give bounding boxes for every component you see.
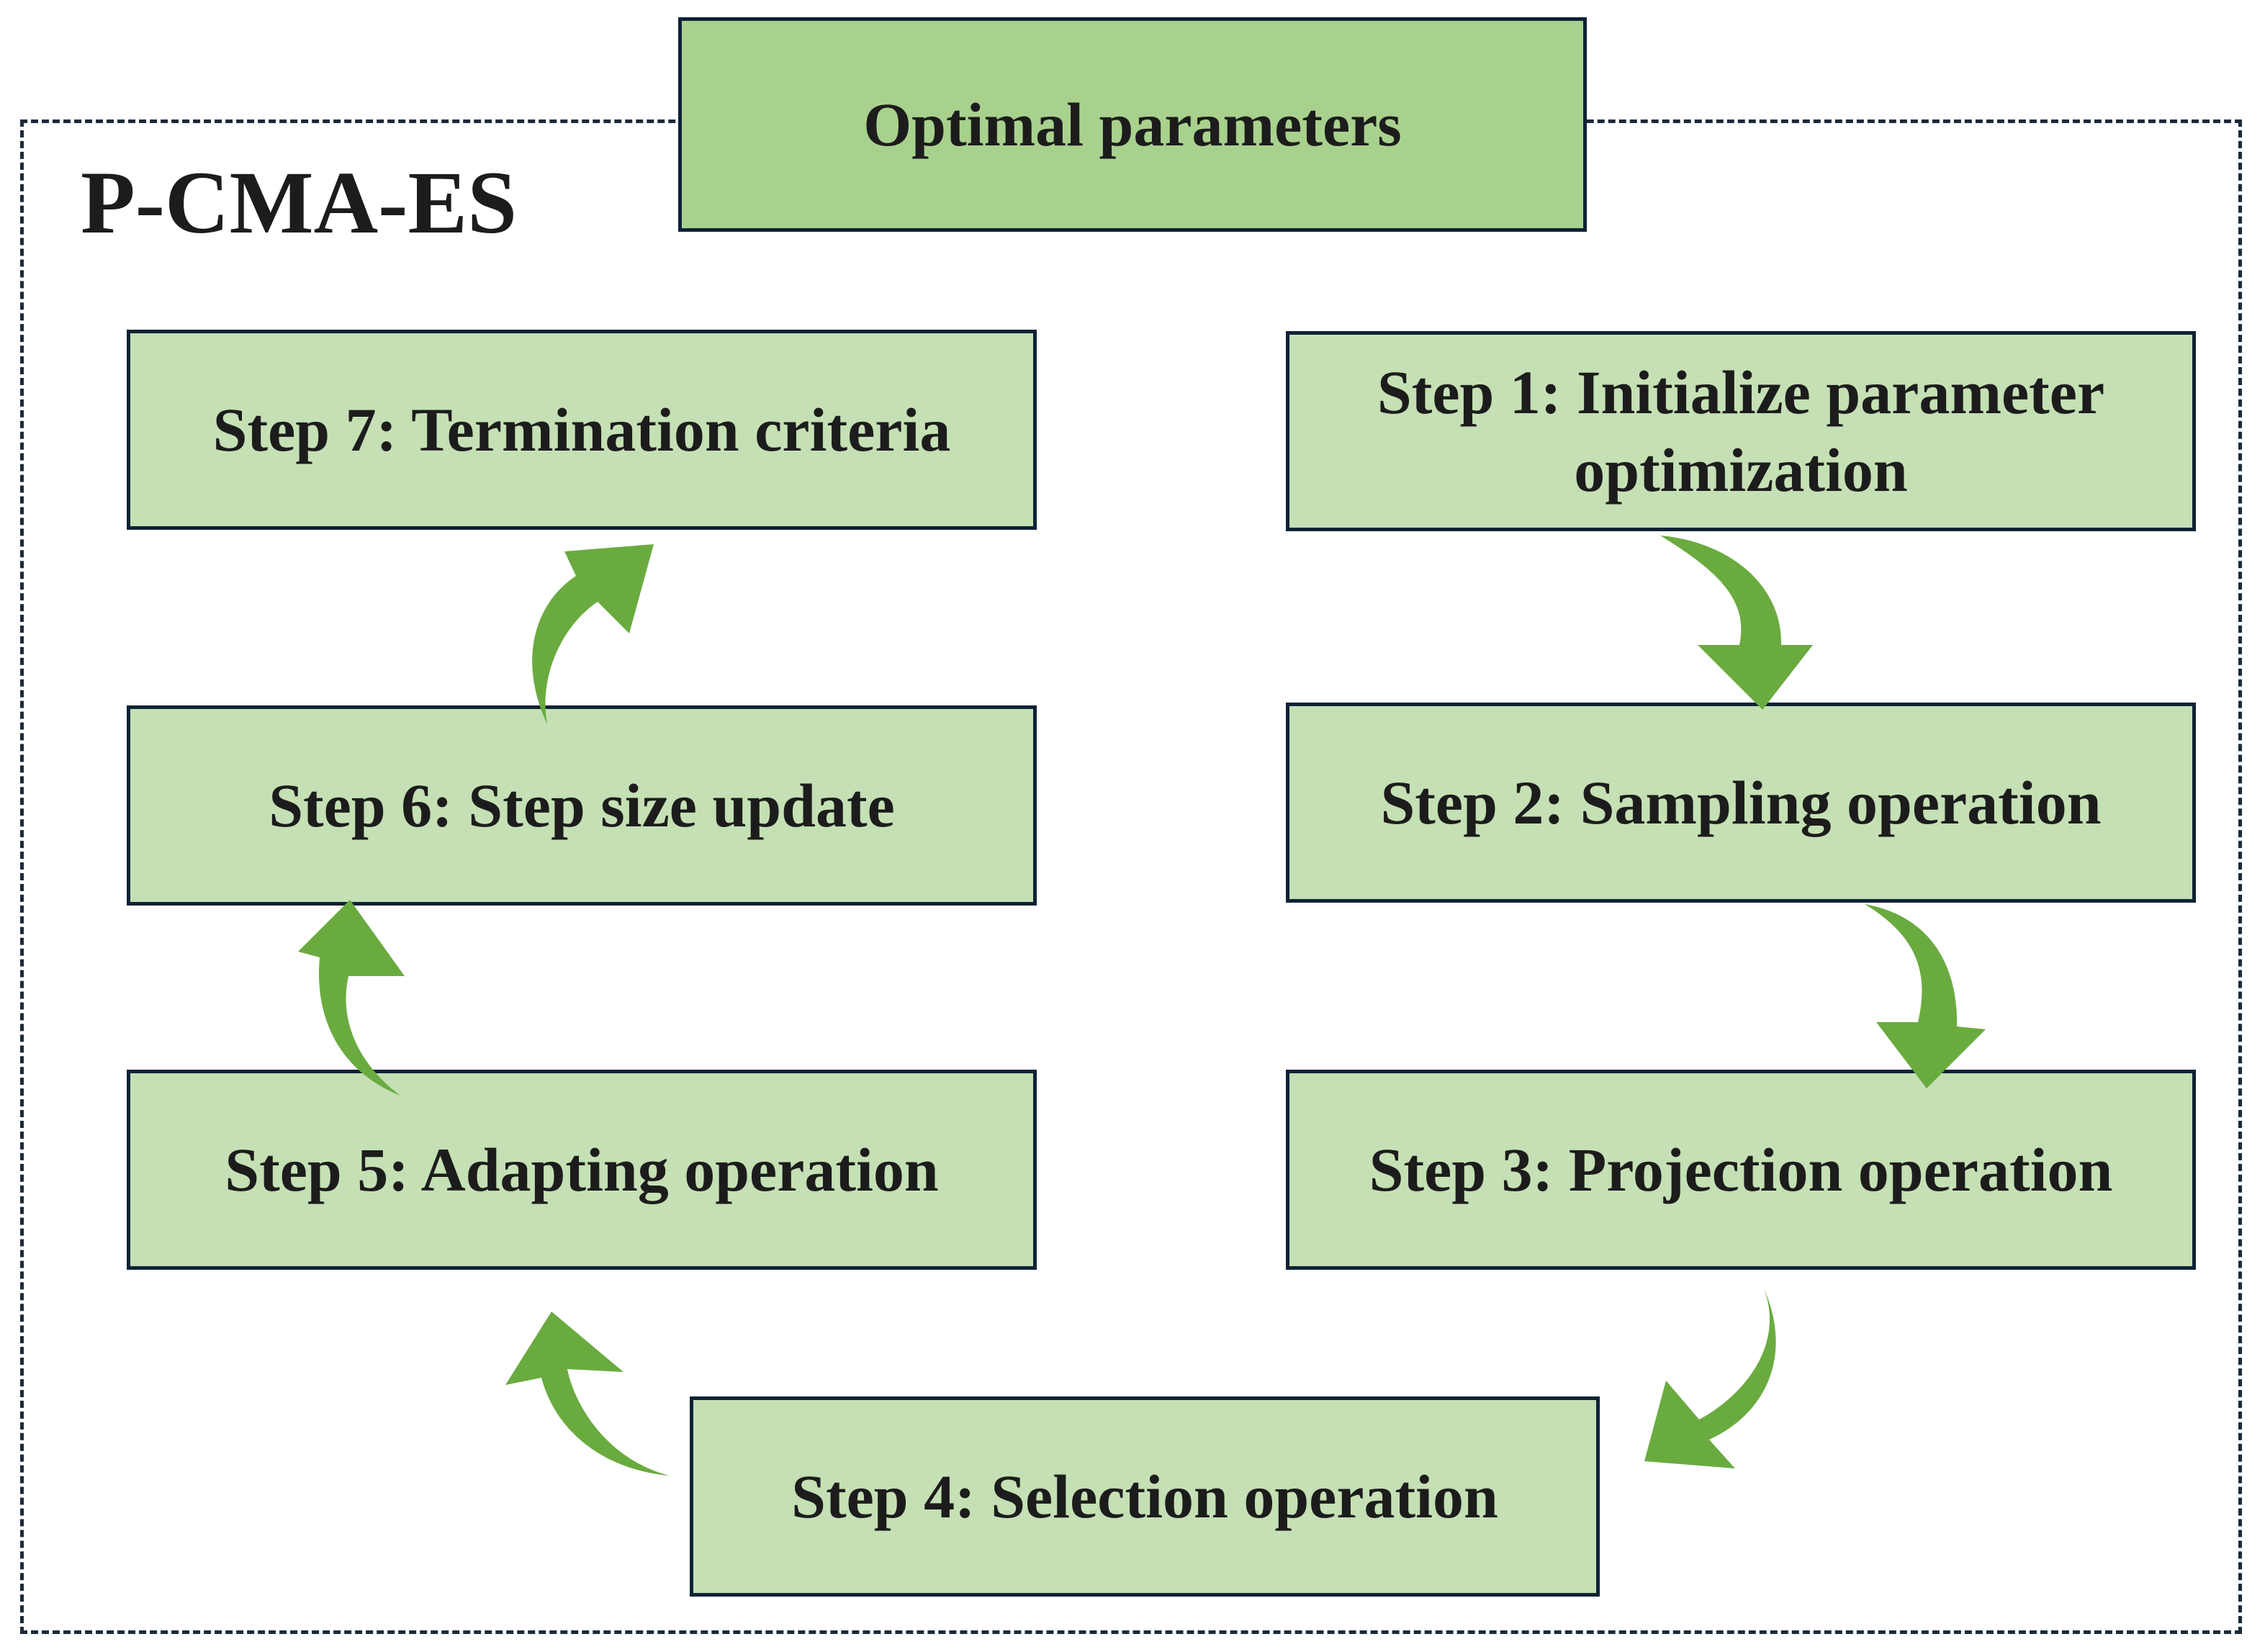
step-4-box: Step 4: Selection operation	[690, 1396, 1600, 1597]
step-4-label: Step 4: Selection operation	[791, 1462, 1498, 1531]
arrow-step1-to-step2-icon	[1660, 536, 1813, 710]
step-7-label: Step 7: Termination criteria	[212, 395, 951, 464]
step-6-label: Step 6: Step size update	[269, 771, 895, 840]
frame-title: P-CMA-ES	[81, 153, 518, 252]
step-5-label: Step 5: Adapting operation	[225, 1135, 939, 1204]
arrow-step5-to-step6-icon	[298, 900, 405, 1096]
step-1-box: Step 1: Initialize parameter optimizatio…	[1286, 331, 2196, 531]
step-1-label: Step 1: Initialize parameter optimizatio…	[1377, 358, 2105, 505]
arrow-step6-to-step7-icon	[532, 544, 654, 724]
arrow-step2-to-step3-icon	[1865, 904, 1986, 1088]
step-2-box: Step 2: Sampling operation	[1286, 703, 2196, 903]
arrow-step4-to-step5-icon	[505, 1312, 670, 1476]
step-3-box: Step 3: Projection operation	[1286, 1070, 2196, 1270]
step-2-label: Step 2: Sampling operation	[1380, 768, 2102, 837]
step-7-box: Step 7: Termination criteria	[127, 330, 1037, 530]
step-3-label: Step 3: Projection operation	[1369, 1135, 2113, 1204]
arrow-step3-to-step4-icon	[1644, 1288, 1776, 1468]
step-6-box: Step 6: Step size update	[127, 705, 1037, 906]
optimal-parameters-box: Optimal parameters	[678, 17, 1587, 232]
step-5-box: Step 5: Adapting operation	[127, 1070, 1037, 1270]
optimal-parameters-label: Optimal parameters	[863, 90, 1402, 159]
